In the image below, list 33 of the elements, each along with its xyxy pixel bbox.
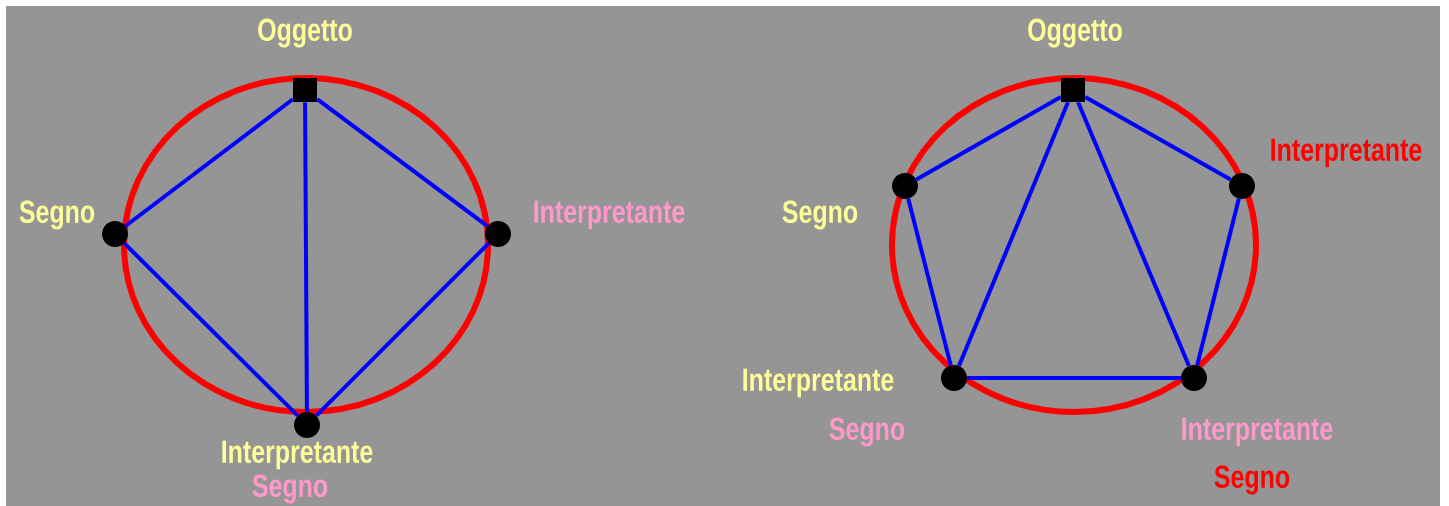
dot-marker: [1181, 365, 1207, 391]
dot-marker: [102, 221, 128, 247]
line: [124, 97, 295, 228]
line: [967, 376, 1181, 380]
node-label: Segno: [1214, 465, 1290, 495]
line: [915, 95, 1062, 182]
dot-marker: [294, 412, 320, 438]
line: [1195, 198, 1241, 366]
line: [303, 102, 309, 412]
line: [314, 241, 491, 418]
dot-marker: [892, 173, 918, 199]
dot-marker: [1229, 173, 1255, 199]
line: [1084, 95, 1232, 182]
node-label: Interpretante: [1182, 417, 1333, 447]
node-label: Interpretante: [1271, 138, 1422, 168]
node-label: Segno: [829, 417, 905, 447]
node-label: Interpretante: [743, 368, 894, 398]
dot-marker: [941, 365, 967, 391]
line: [906, 198, 953, 366]
line: [122, 241, 300, 418]
node-label: Interpretante: [222, 440, 373, 470]
square-marker: [1061, 78, 1085, 102]
line: [1076, 101, 1191, 367]
dot-marker: [485, 221, 511, 247]
line: [957, 101, 1070, 367]
node-label: Segno: [19, 200, 95, 230]
node-label: Oggetto: [1028, 18, 1122, 48]
line: [316, 97, 489, 228]
node-label: Segno: [252, 474, 328, 504]
node-label: Interpretante: [534, 200, 685, 230]
square-marker: [293, 78, 317, 102]
node-label: Oggetto: [258, 18, 352, 48]
node-label: Segno: [782, 200, 858, 230]
